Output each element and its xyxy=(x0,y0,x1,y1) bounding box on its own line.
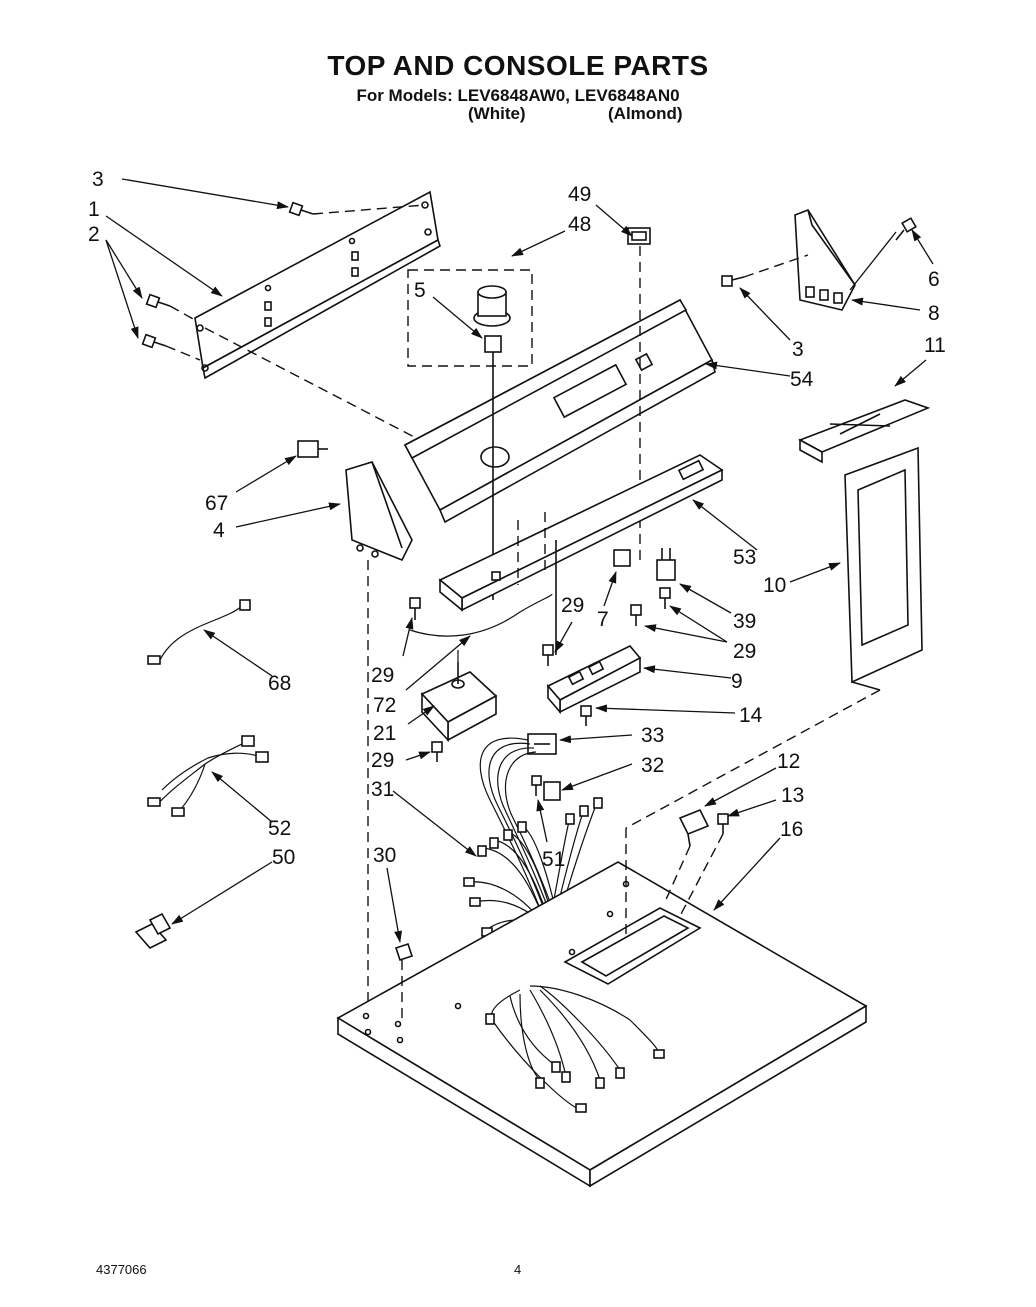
callout-30: 30 xyxy=(373,844,396,867)
switch-part-39 xyxy=(656,548,676,581)
screw-part-13 xyxy=(717,813,729,834)
callout-72: 72 xyxy=(373,694,396,717)
screw-part-3b xyxy=(721,275,745,287)
callout-6: 6 xyxy=(928,268,940,291)
callout-29-d: 29 xyxy=(371,749,394,772)
top-panel-wiring xyxy=(485,985,665,1113)
document-number: 4377066 xyxy=(96,1262,147,1277)
callout-33: 33 xyxy=(641,724,664,747)
callout-29-b: 29 xyxy=(733,640,756,663)
callout-50: 50 xyxy=(272,846,295,869)
dash-line xyxy=(743,254,809,278)
callout-51: 51 xyxy=(542,848,565,871)
dash-line xyxy=(312,204,426,215)
callout-5: 5 xyxy=(414,279,426,302)
callout-39: 39 xyxy=(733,610,756,633)
callout-48: 48 xyxy=(568,213,591,236)
callout-3b: 3 xyxy=(792,338,804,361)
callout-16: 16 xyxy=(780,818,803,841)
callout-13: 13 xyxy=(781,784,804,807)
bracket-part-8 xyxy=(794,209,856,311)
bracket-part-53 xyxy=(438,454,724,612)
timer-part-21 xyxy=(420,662,498,743)
color-white-label: (White) xyxy=(468,104,526,123)
dash-line xyxy=(663,845,691,905)
callout-10: 10 xyxy=(763,574,786,597)
callout-2: 2 xyxy=(88,223,100,246)
screw-part-51 xyxy=(531,775,542,796)
screw-part-29a xyxy=(630,604,642,626)
harness-part-68 xyxy=(147,599,251,665)
callout-1: 1 xyxy=(88,198,100,221)
dash-line xyxy=(169,305,196,321)
callout-9: 9 xyxy=(731,670,743,693)
screw-part-6 xyxy=(895,217,917,241)
callout-4: 4 xyxy=(213,519,225,542)
callout-52: 52 xyxy=(268,817,291,840)
color-almond-label: (Almond) xyxy=(608,104,683,123)
screw-part-29e xyxy=(431,741,443,762)
dash-line xyxy=(204,327,421,441)
callout-49: 49 xyxy=(568,183,591,206)
models-subtitle: For Models: LEV6848AW0, LEV6848AN0 xyxy=(356,86,680,105)
callout-12: 12 xyxy=(777,750,800,773)
dash-line xyxy=(165,345,201,361)
leader-lines xyxy=(105,178,934,943)
connector-part-50 xyxy=(134,912,172,949)
back-panel-part xyxy=(194,190,441,380)
screw-part-29b xyxy=(659,587,671,609)
page-number: 4 xyxy=(514,1262,522,1277)
screw-part-2b xyxy=(141,333,167,349)
callout-29-c: 29 xyxy=(371,664,394,687)
clip-part-67 xyxy=(297,440,328,458)
wire-part-72 xyxy=(409,593,553,637)
end-cap-part-4 xyxy=(345,461,413,562)
screw-part-2a xyxy=(145,293,171,309)
screw-part-3 xyxy=(288,201,314,217)
screw-part-14 xyxy=(580,705,592,726)
bracket-part-33 xyxy=(527,733,557,755)
callout-14: 14 xyxy=(739,704,763,727)
callout-53: 53 xyxy=(733,546,756,569)
lint-cover-part-11 xyxy=(798,399,931,464)
clip-part-30 xyxy=(394,942,414,962)
callout-54: 54 xyxy=(790,368,814,391)
clip-part-32 xyxy=(543,781,561,801)
callout-7: 7 xyxy=(597,608,609,631)
screw-part-29c xyxy=(542,644,554,666)
callout-31: 31 xyxy=(371,778,394,801)
dash-line xyxy=(625,689,881,829)
knob-group-box xyxy=(407,269,533,367)
callout-21: 21 xyxy=(373,722,396,745)
knob-part-5 xyxy=(473,285,511,353)
switch-part-7 xyxy=(613,549,631,567)
callout-29-a: 29 xyxy=(561,594,584,617)
callout-11: 11 xyxy=(924,334,946,357)
callout-68: 68 xyxy=(268,672,291,695)
callout-labels: 3 1 2 5 48 49 6 8 3 54 11 67 4 53 10 29 … xyxy=(88,168,946,871)
switch-bank-part-9 xyxy=(546,645,642,715)
callout-32: 32 xyxy=(641,754,664,777)
console-panel-part xyxy=(403,298,716,524)
harness-part-52 xyxy=(147,735,269,817)
top-panel-part-16 xyxy=(336,861,868,1188)
screw-part-29d xyxy=(409,597,421,620)
page-title: TOP AND CONSOLE PARTS xyxy=(327,50,709,81)
callout-67: 67 xyxy=(205,492,228,515)
lint-housing-part-10 xyxy=(844,446,923,691)
bracket-part-12 xyxy=(678,808,710,847)
callout-8: 8 xyxy=(928,302,940,325)
callout-3: 3 xyxy=(92,168,104,191)
